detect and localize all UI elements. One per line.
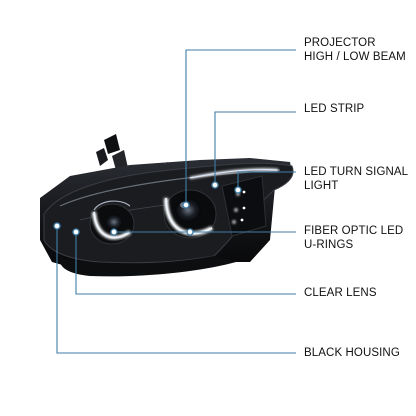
- turn-signal-marker-dot: [234, 186, 242, 194]
- u-ring-marker-dot-outer: [110, 228, 118, 236]
- clear-lens-callout-label: CLEAR LENS: [304, 287, 377, 299]
- led-strip-marker-dot: [211, 181, 219, 189]
- housing-lower-edge: [59, 256, 236, 277]
- callout-dots: [53, 181, 242, 236]
- u-ring-marker-dot-inner: [186, 228, 194, 236]
- turn-signal-callout-label: LED TURN SIGNAL LIGHT: [304, 166, 408, 192]
- led-strip-callout-label: LED STRIP: [304, 103, 365, 115]
- turn-signal-module: [221, 175, 267, 237]
- projector-callout-label: PROJECTOR HIGH / LOW BEAM: [304, 37, 406, 63]
- clear-lens-marker-dot: [72, 228, 80, 236]
- housing-callout-label: BLACK HOUSING: [304, 347, 400, 359]
- projector-outer: [89, 200, 135, 245]
- projector-inner: [163, 189, 217, 239]
- housing-marker-dot: [53, 222, 61, 230]
- led-strip: [189, 168, 279, 180]
- u-rings-callout-label: FIBER OPTIC LED U-RINGS: [304, 225, 404, 251]
- leader-lines: [56, 49, 296, 354]
- projector-marker-dot: [182, 201, 190, 209]
